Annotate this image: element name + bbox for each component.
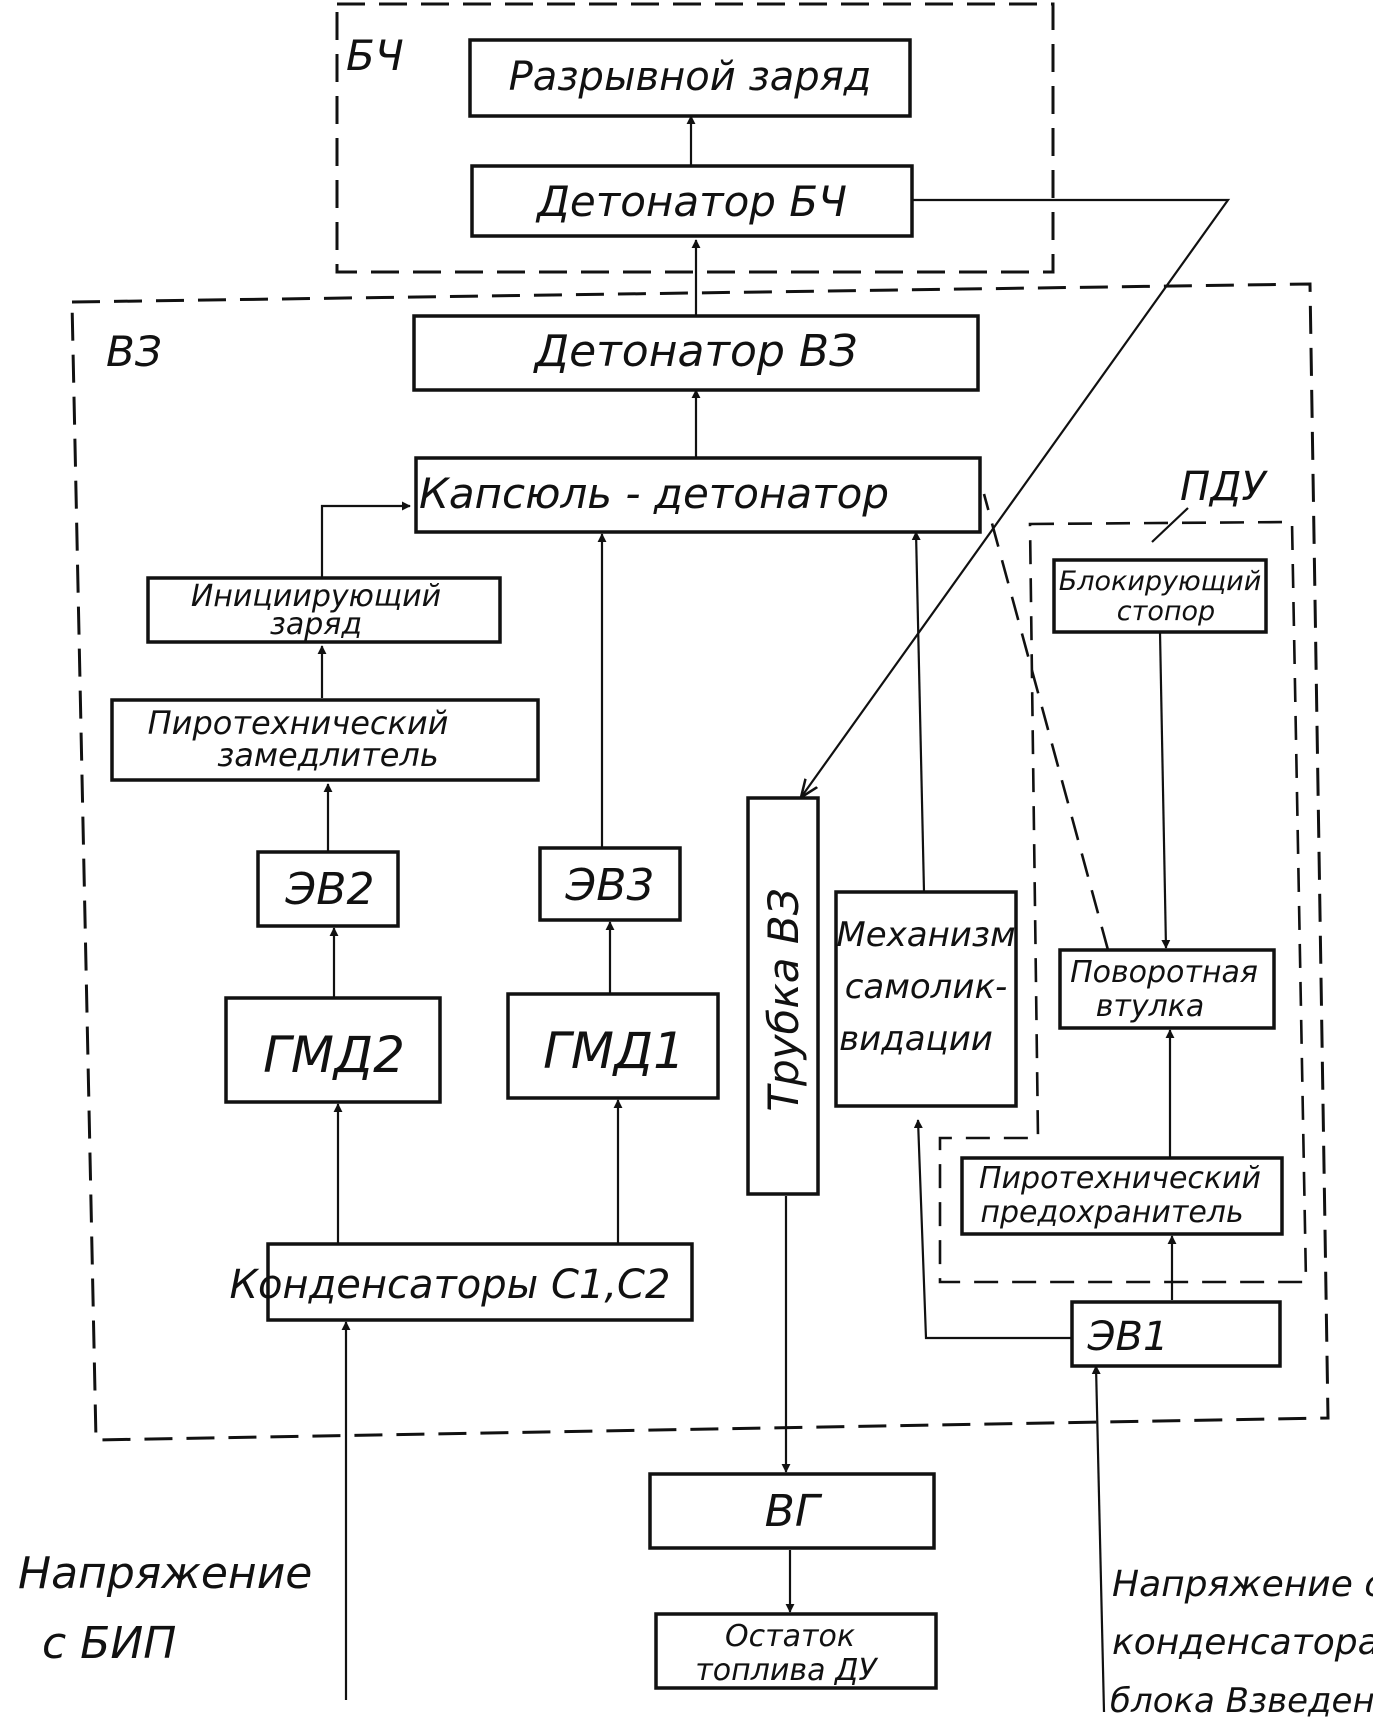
block-trubka-vz-label: Трубка ВЗ — [759, 888, 808, 1111]
block-povorotnaya-vtulka — [1058, 948, 1276, 1030]
block-razryvnoy-zaryad — [468, 38, 912, 118]
block-ev2 — [256, 850, 400, 928]
region-pdu-label: ПДУ — [1180, 464, 1268, 510]
arrow-initsiir-kaps — [320, 501, 411, 578]
block-kondensatory-label: Конденсаторы С1,С2 — [230, 1262, 671, 1308]
block-ostatok-topliva-line2: топлива ДУ — [695, 1653, 878, 1688]
block-kapsyul-detonator — [414, 456, 982, 534]
block-mekhanizm-line3: видации — [839, 1019, 993, 1059]
block-initsiiruyushchiy-zaryad-line1: Инициирующий — [191, 579, 441, 614]
block-trubka-vz — [746, 796, 820, 1196]
block-pirotekh-predokhranitel — [960, 1156, 1284, 1236]
block-detonator-vz-label: Детонатор ВЗ — [533, 326, 858, 377]
block-ev3 — [538, 846, 682, 922]
arrow-kond-gmd1 — [512, 1099, 623, 1248]
block-mekhanizm-line1: Механизм — [836, 915, 1015, 955]
region-bch — [335, 2, 1055, 274]
block-vg — [648, 1472, 936, 1550]
input-bip-line2: с БИП — [42, 1618, 176, 1669]
block-gmd1-label: ГМД1 — [543, 1022, 685, 1080]
line-detbch-trubka — [802, 198, 1231, 796]
block-povorotnaya-vtulka-line2: втулка — [1096, 989, 1205, 1024]
block-mekhanizm-samolikvidatsii — [834, 890, 1018, 1108]
block-povorotnaya-vtulka-line1: Поворотная — [1070, 955, 1258, 990]
block-razryvnoy-zaryad-label: Разрывной заряд — [509, 54, 872, 100]
input-blok-line1: Напряжение с — [1112, 1564, 1373, 1605]
dashed-vtulka-kaps — [982, 493, 1110, 951]
block-blokiruyushchiy-stopor-line2: стопор — [1117, 596, 1215, 627]
block-pirotekh-zamedlitel — [110, 698, 540, 782]
arrow-ev1-mekh — [913, 1119, 1072, 1340]
block-detonator-vz — [412, 314, 980, 392]
input-blok-line3: блока Взведения — [1110, 1681, 1373, 1721]
block-ev3-label: ЭВ3 — [565, 860, 655, 911]
block-ostatok-topliva — [654, 1612, 938, 1690]
block-blokiruyushchiy-stopor-line1: Блокирующий — [1059, 566, 1262, 597]
block-gmd2-label: ГМД2 — [263, 1026, 405, 1084]
arrow-stopor-vtulka — [1158, 631, 1171, 949]
block-initsiiruyushchiy-zaryad-line2: заряд — [270, 607, 362, 642]
block-pirotekh-predokhranitel-line2: предохранитель — [980, 1195, 1243, 1230]
block-gmd2 — [224, 996, 442, 1104]
block-kapsyul-detonator-label: Капсюль - детонатор — [419, 469, 889, 518]
block-pirotekh-zamedlitel-line1: Пиротехнический — [148, 704, 449, 742]
block-ev2-label: ЭВ2 — [285, 864, 375, 915]
arrow-blok-ev1 — [1091, 1365, 1106, 1713]
input-bip-line1: Напряжение — [18, 1548, 312, 1599]
pdu-label-leader — [1151, 507, 1189, 543]
block-pirotekh-predokhranitel-line1: Пиротехнический — [979, 1161, 1261, 1196]
block-vg-label: ВГ — [765, 1486, 823, 1537]
block-ev1 — [1070, 1300, 1282, 1368]
region-vz — [70, 282, 1330, 1442]
block-kondensatory — [266, 1242, 694, 1322]
block-mekhanizm-line2: самолик- — [845, 967, 1008, 1007]
block-ev1-label: ЭВ1 — [1087, 1314, 1169, 1360]
block-detonator-bch — [470, 164, 914, 238]
region-bch-label: БЧ — [346, 31, 404, 80]
arrow-mekh-kaps — [911, 531, 926, 893]
block-ostatok-topliva-line1: Остаток — [725, 1619, 855, 1654]
block-blokiruyushchiy-stopor — [1052, 558, 1268, 634]
block-detonator-bch-label: Детонатор БЧ — [535, 177, 847, 226]
block-initsiiruyushchiy-zaryad — [146, 576, 502, 644]
input-blok-line2: конденсатора — [1112, 1622, 1373, 1663]
block-pirotekh-zamedlitel-line2: замедлитель — [217, 736, 438, 774]
region-pdu — [938, 520, 1308, 1284]
block-gmd1 — [506, 992, 720, 1100]
region-vz-label: ВЗ — [106, 327, 162, 376]
